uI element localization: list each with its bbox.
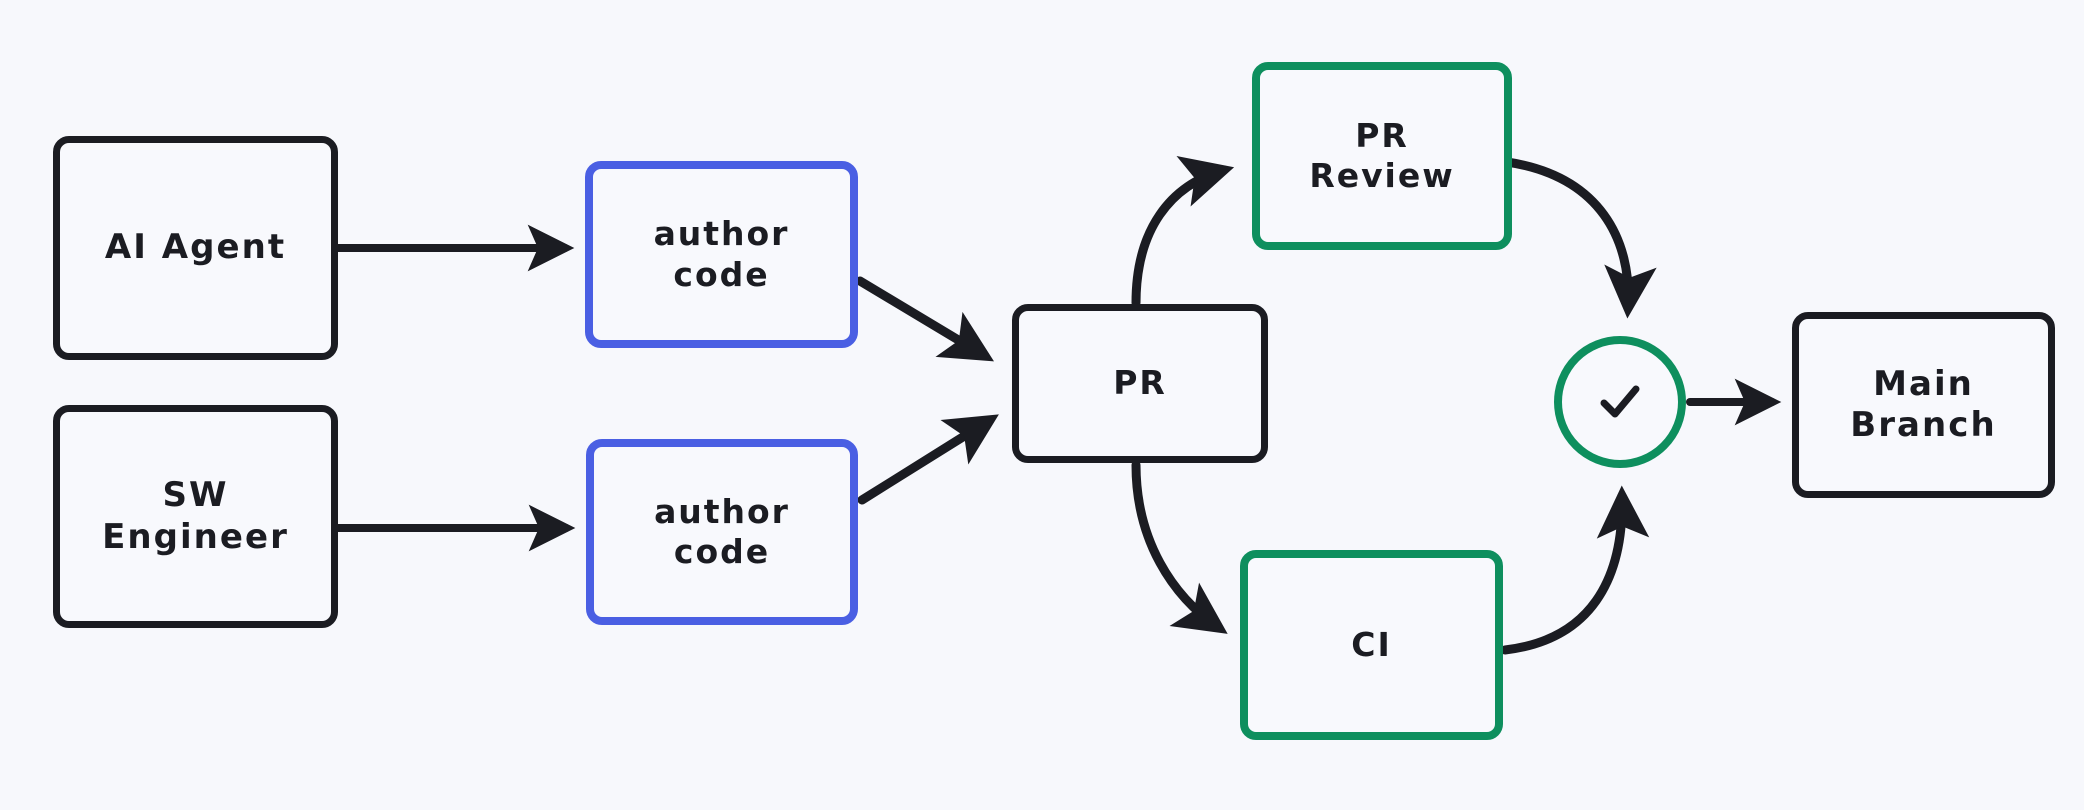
node-label: author code xyxy=(653,214,790,294)
edge-author-code-top-to-pr xyxy=(855,276,995,362)
node-main-branch[interactable]: Main Branch xyxy=(1792,312,2055,498)
node-label: AI Agent xyxy=(104,227,287,268)
edge-author-code-bottom-to-pr xyxy=(857,414,999,505)
node-label: author code xyxy=(654,491,790,571)
node-pr[interactable]: PR xyxy=(1012,304,1268,463)
edge-pr-to-ci xyxy=(1131,460,1228,634)
node-label: PR xyxy=(1113,363,1167,403)
node-author-code-ai-agent[interactable]: author code xyxy=(585,161,858,348)
node-pr-review[interactable]: PR Review xyxy=(1252,62,1512,250)
node-label: Main Branch xyxy=(1850,363,1997,445)
checkmark-badge[interactable] xyxy=(1554,336,1686,468)
node-author-code-sw-engineer[interactable]: author code xyxy=(586,439,858,625)
node-label: SW Engineer xyxy=(102,475,289,557)
node-sw-engineer[interactable]: SW Engineer xyxy=(53,405,338,628)
node-label: PR Review xyxy=(1309,115,1455,195)
check-icon xyxy=(1600,385,1640,418)
edge-pr-to-pr-review xyxy=(1131,155,1235,308)
node-ai-agent[interactable]: AI Agent xyxy=(53,136,338,360)
node-label: CI xyxy=(1351,624,1392,664)
edge-ci-to-check xyxy=(1500,485,1650,655)
edge-pr-review-to-check xyxy=(1502,157,1657,319)
node-ci[interactable]: CI xyxy=(1240,550,1503,740)
